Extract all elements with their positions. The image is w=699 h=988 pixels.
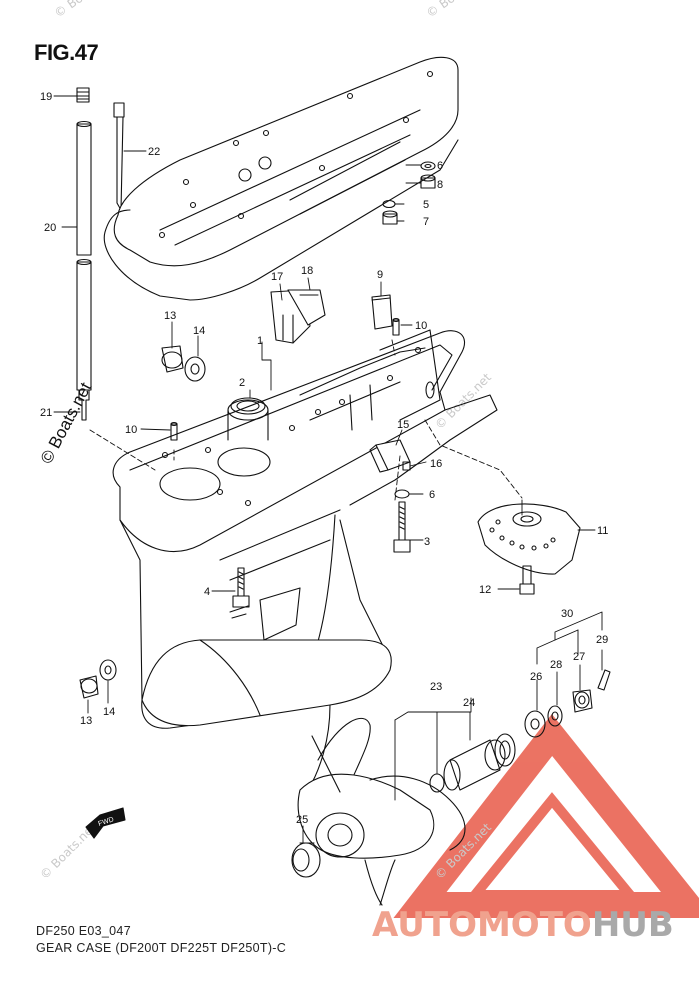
- part-8-nut: [420, 174, 436, 189]
- gear-case-cover: [103, 56, 459, 301]
- callout-4: 4: [204, 586, 210, 598]
- part-7-nut: [382, 210, 398, 225]
- part-10-pin-lower: [170, 421, 178, 441]
- callout-1: 1: [257, 335, 263, 347]
- callout-30: 30: [561, 608, 573, 620]
- callout-10-upper: 10: [415, 320, 427, 332]
- part-10-pin-upper: [392, 317, 400, 336]
- part-9-grommet: [371, 294, 393, 330]
- part-12-bolt: [519, 565, 535, 595]
- callout-27: 27: [573, 651, 585, 663]
- callout-14-lower: 14: [103, 706, 115, 718]
- callout-23: 23: [430, 681, 442, 693]
- leader-lines: [53, 95, 603, 844]
- part-27-nut: [572, 689, 593, 713]
- part-24-thrust-spacer: [429, 733, 516, 793]
- part-11-trim-tab: [477, 503, 581, 575]
- callout-12: 12: [479, 584, 491, 596]
- part-21-fitting: [78, 389, 90, 421]
- part-25-bushing: [291, 842, 321, 878]
- callout-21: 21: [40, 407, 52, 419]
- callout-24: 24: [463, 697, 475, 709]
- figure-title: FIG.47: [34, 40, 99, 65]
- callout-5: 5: [423, 199, 429, 211]
- callout-20: 20: [44, 222, 56, 234]
- part-3-bolt: [393, 501, 411, 553]
- brand-wordmark: AUTOMOTOHUB: [372, 905, 674, 945]
- part-13-plug-lower: [79, 675, 99, 699]
- part-19-grommet: [76, 87, 90, 103]
- watermark-top-left: © Boats.net: [52, 0, 120, 20]
- part-22-cable-tie: [113, 102, 125, 211]
- brand-part-2: HUB: [591, 905, 674, 945]
- part-5-washer: [382, 199, 396, 209]
- fwd-arrow-label: FWD: [97, 816, 114, 828]
- callout-13-top: 13: [164, 310, 176, 322]
- part-14-washer-lower: [99, 659, 117, 681]
- callout-numbers: 1 2 3 4 5 6 6 7 8 9 10 10 11 12 13 13 14…: [40, 91, 608, 826]
- part-28-washer: [547, 705, 563, 727]
- callout-26: 26: [530, 671, 542, 683]
- callout-6-top: 6: [437, 160, 443, 172]
- callout-18: 18: [301, 265, 313, 277]
- part-29-cotter-pin: [597, 669, 611, 691]
- part-15-bracket: [369, 439, 411, 473]
- watermark-side: © Boats.net: [37, 379, 96, 467]
- callout-17: 17: [271, 271, 283, 283]
- brand-logo-triangle: [393, 713, 699, 918]
- callout-3: 3: [424, 536, 430, 548]
- fwd-arrow-icon: [85, 807, 126, 839]
- part-26-washer: [524, 710, 546, 738]
- callout-8: 8: [437, 179, 443, 191]
- callout-10-lower: 10: [125, 424, 137, 436]
- part-16-screw: [402, 461, 411, 471]
- caption-description: GEAR CASE (DF200T DF225T DF250T)-C: [36, 941, 287, 955]
- watermark-top-right: © Boats.net: [424, 0, 492, 20]
- callout-14-top: 14: [193, 325, 205, 337]
- callout-9: 9: [377, 269, 383, 281]
- caption-model-code: DF250 E03_047: [36, 924, 131, 938]
- callout-13-lower: 13: [80, 715, 92, 727]
- part-6-washer-top: [420, 161, 436, 171]
- part-13-plug-top: [161, 345, 184, 373]
- gear-case-housing: [112, 329, 498, 791]
- part-20-water-tube: [76, 120, 92, 391]
- part-14-washer-top: [184, 356, 206, 382]
- part-4-bolt: [232, 567, 250, 608]
- callout-11: 11: [597, 525, 608, 537]
- callout-7: 7: [423, 216, 429, 228]
- callout-19: 19: [40, 91, 52, 103]
- callout-6-mid: 6: [429, 489, 435, 501]
- callout-2: 2: [239, 377, 245, 389]
- callout-16: 16: [430, 458, 442, 470]
- callout-29: 29: [596, 634, 608, 646]
- part-6-washer-mid: [394, 489, 410, 499]
- callout-22: 22: [148, 146, 160, 158]
- brand-part-1: AUTOMOTO: [372, 905, 592, 945]
- callout-25: 25: [296, 814, 308, 826]
- part-18-seal-cap: [287, 289, 326, 326]
- callout-15: 15: [397, 419, 409, 431]
- callout-28: 28: [550, 659, 562, 671]
